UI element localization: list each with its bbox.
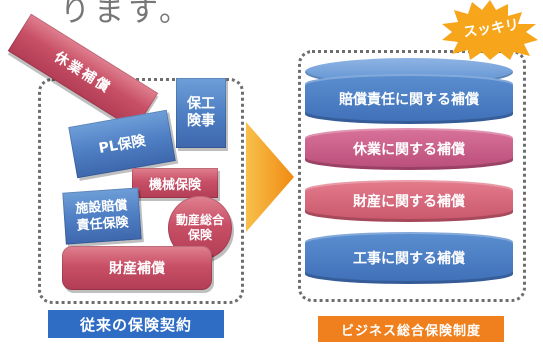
header-text-fragment: ります。: [60, 0, 193, 29]
block-facility-liability: 施設賠償 責任保険: [62, 187, 142, 245]
tier-business-interruption: 休業に関する補償: [305, 128, 513, 170]
block-machinery-insurance: 機械保険: [132, 168, 218, 198]
right-caption: ビジネス総合保険制度: [318, 316, 504, 342]
right-arrow-icon: [246, 122, 294, 232]
block-property-compensation: 財産補償: [62, 246, 212, 290]
tier-property: 財産に関する補償: [305, 180, 513, 222]
starburst-badge-icon: [442, 0, 538, 60]
left-caption: 従来の保険契約: [48, 310, 224, 338]
tier-liability: 賠償責任に関する補償: [305, 74, 513, 124]
tier-construction: 工事に関する補償: [305, 232, 513, 284]
left-dotted-frame: [38, 78, 244, 304]
right-dotted-frame: [298, 50, 526, 302]
block-construction-insurance: 保工 険事: [176, 78, 226, 148]
